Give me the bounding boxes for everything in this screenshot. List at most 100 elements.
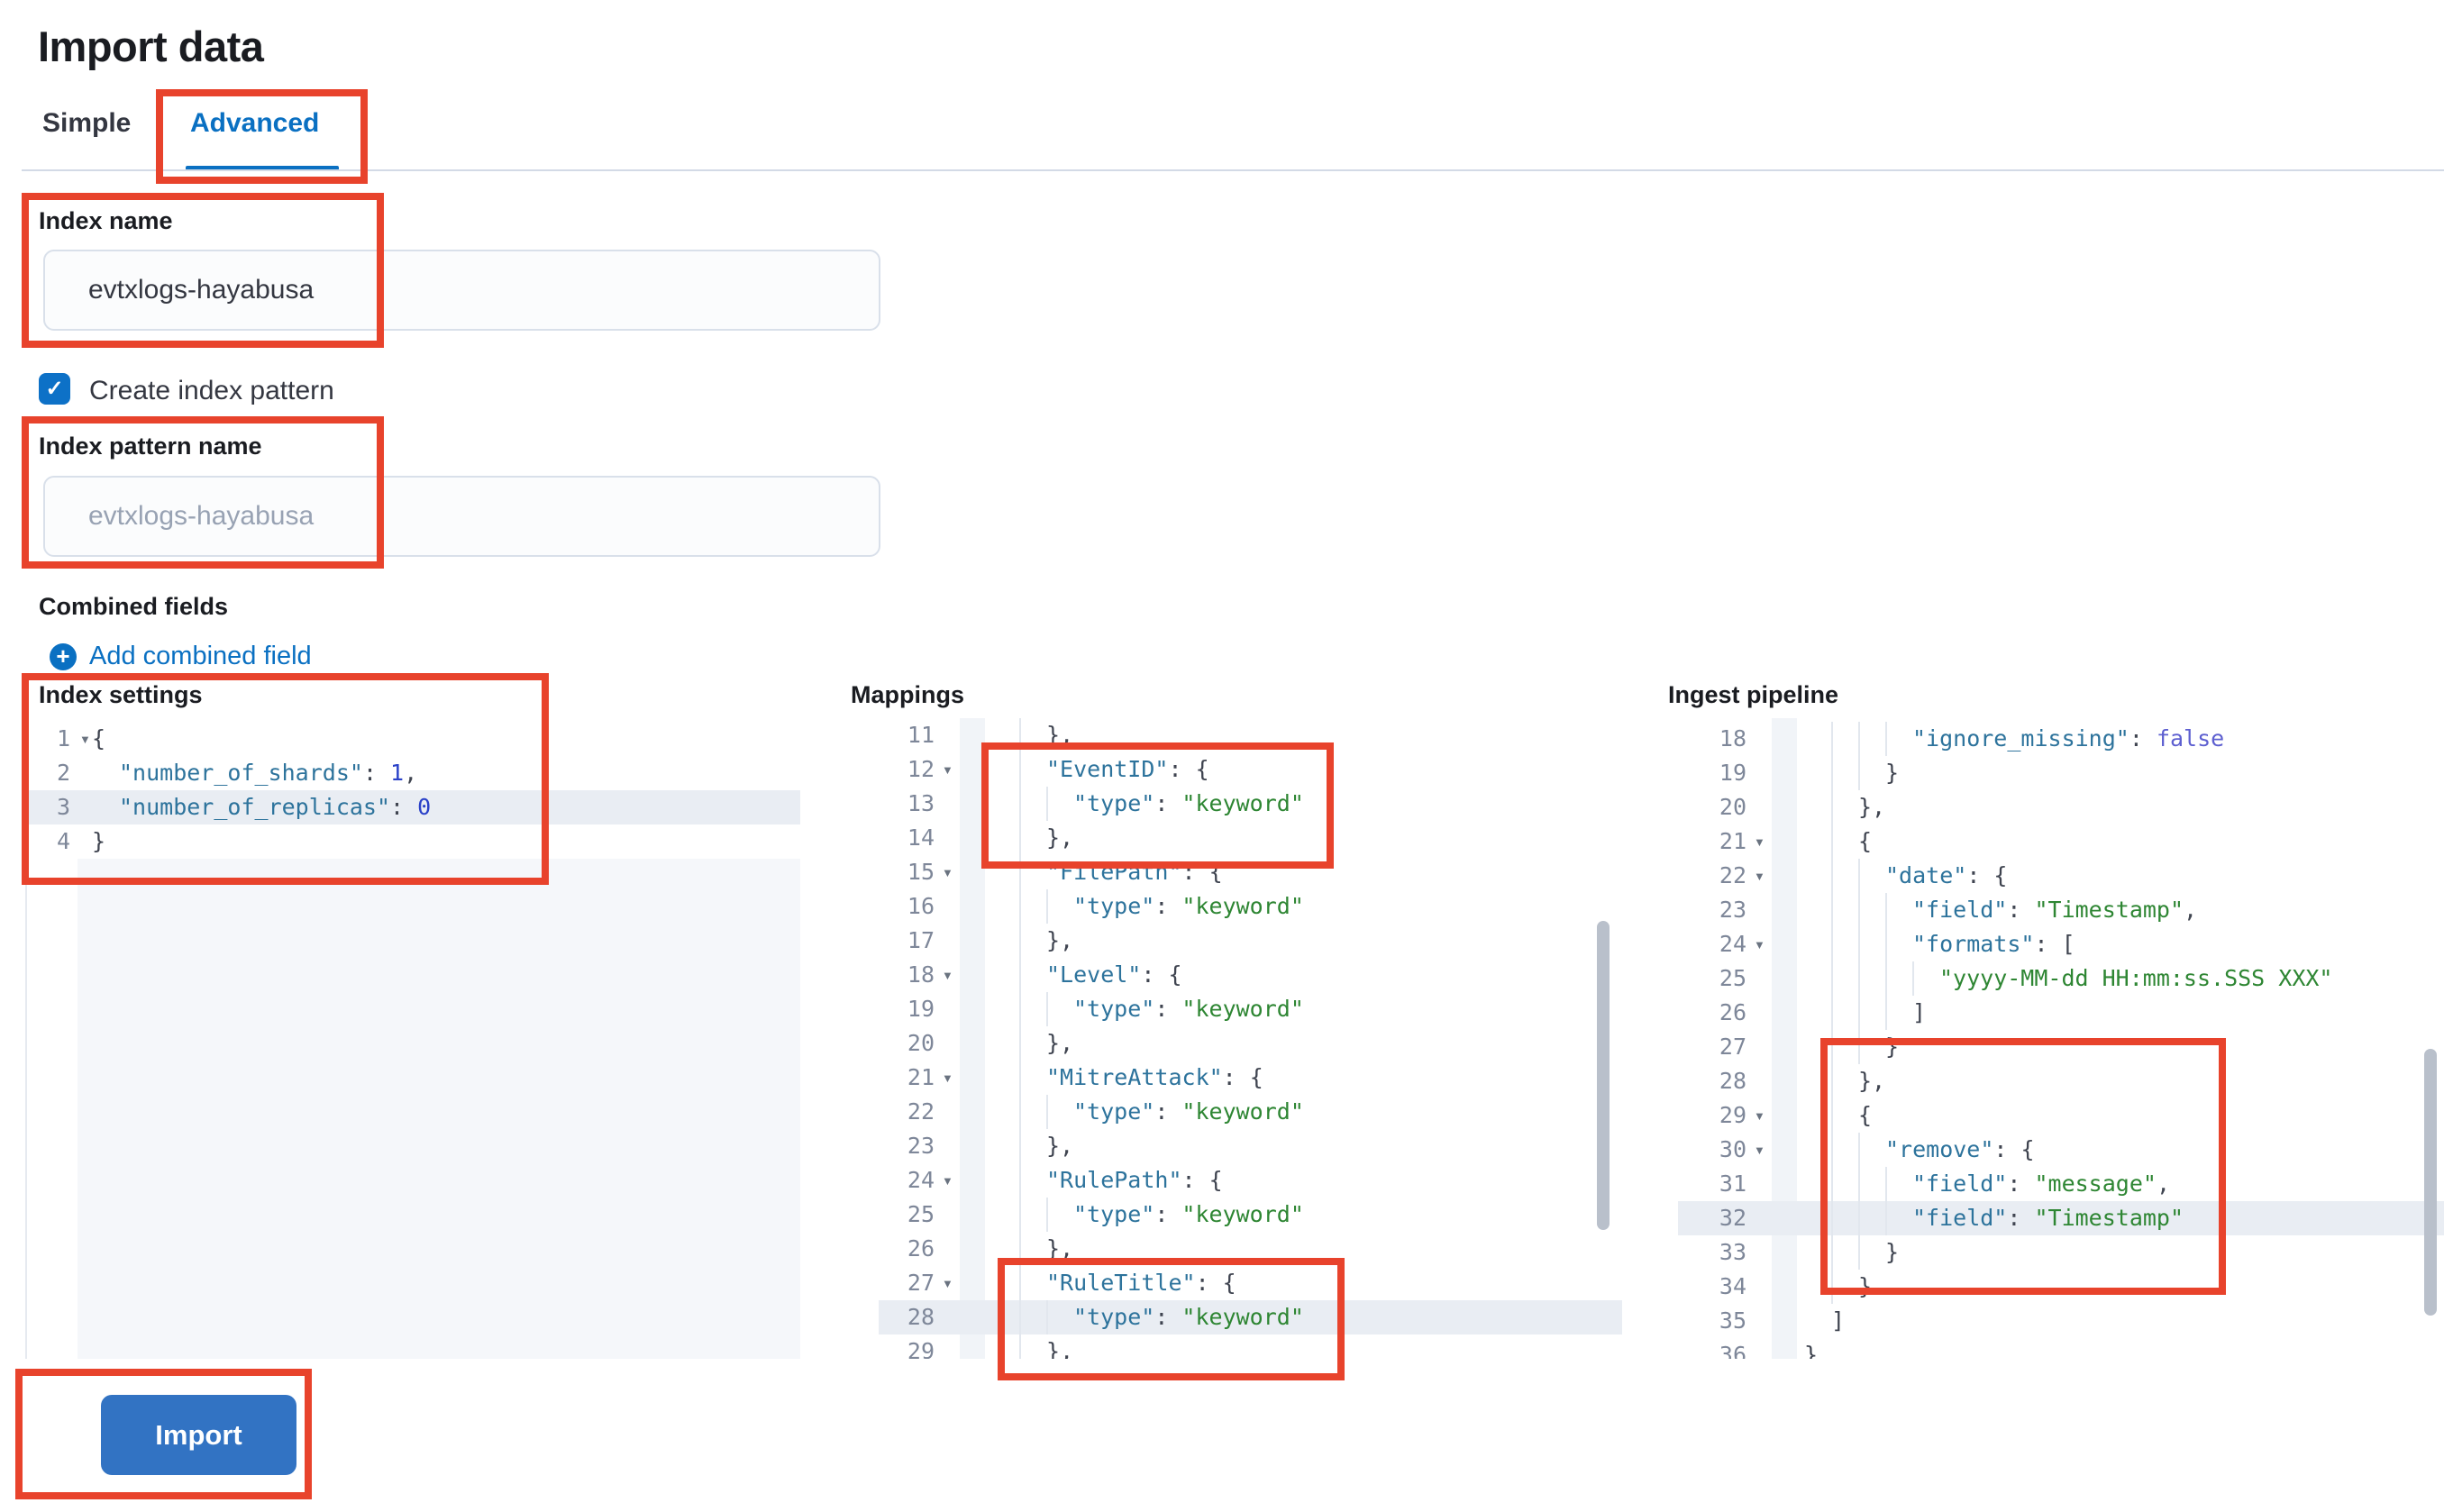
code-text: ] <box>1804 996 1926 1030</box>
import-button[interactable]: Import <box>101 1395 296 1475</box>
code-text: ] <box>1831 1307 1846 1334</box>
line-number: 13 <box>907 790 935 816</box>
code-line[interactable]: 22▼"date": { <box>1678 859 2444 893</box>
code-line[interactable]: 35] <box>1678 1304 2444 1338</box>
code-line[interactable]: 24▼"formats": [ <box>1678 927 2444 961</box>
code-line[interactable]: 20}, <box>879 1026 1622 1061</box>
code-line[interactable]: 23}, <box>879 1129 1622 1163</box>
code-line[interactable]: 15▼"FilePath": { <box>879 855 1622 889</box>
index-name-input[interactable] <box>43 250 880 331</box>
mappings-editor[interactable]: 11},12▼"EventID": {13"type": "keyword"14… <box>879 718 1622 1359</box>
code-line[interactable]: 33} <box>1678 1235 2444 1270</box>
line-number: 26 <box>907 1235 935 1262</box>
fold-arrow-icon[interactable]: ▼ <box>942 763 953 777</box>
add-combined-field-label: Add combined field <box>89 642 312 670</box>
code-line[interactable]: 3 "number_of_replicas": 0 <box>27 790 800 824</box>
code-line[interactable]: 24▼"RulePath": { <box>879 1163 1622 1198</box>
code-line[interactable]: 32"field": "Timestamp" <box>1678 1201 2444 1235</box>
code-text: "number_of_replicas": 0 <box>119 794 432 820</box>
tabs-divider <box>22 169 2444 171</box>
line-number: 23 <box>1719 897 1746 923</box>
add-combined-field-button[interactable]: + Add combined field <box>50 642 312 671</box>
code-line[interactable]: 36} <box>1678 1338 2444 1359</box>
page-title: Import data <box>38 23 264 70</box>
code-text: "field": "message", <box>1804 1167 2170 1201</box>
line-number: 17 <box>907 927 935 953</box>
code-text: "yyyy-MM-dd HH:mm:ss.SSS XXX" <box>1804 961 2333 996</box>
code-line[interactable]: 29▼{ <box>1678 1098 2444 1133</box>
line-number: 25 <box>907 1201 935 1227</box>
create-index-pattern-checkbox[interactable]: ✓ <box>39 373 70 405</box>
code-line[interactable]: 16"type": "keyword" <box>879 889 1622 924</box>
line-number: 28 <box>1719 1068 1746 1094</box>
index-settings-editor[interactable]: 1▼{2"number_of_shards": 1, 3 "number_of_re… <box>25 718 800 1359</box>
line-number: 12 <box>907 756 935 782</box>
index-pattern-name-input[interactable] <box>43 476 880 557</box>
fold-arrow-icon[interactable]: ▼ <box>1754 1109 1765 1123</box>
fold-arrow-icon[interactable]: ▼ <box>79 733 91 746</box>
line-number: 22 <box>1719 862 1746 888</box>
code-line[interactable]: 13"type": "keyword" <box>879 787 1622 821</box>
code-line[interactable]: 23"field": "Timestamp", <box>1678 893 2444 927</box>
code-line[interactable]: 17}, <box>879 924 1622 958</box>
fold-arrow-icon[interactable]: ▼ <box>942 1071 953 1085</box>
fold-arrow-icon[interactable]: ▼ <box>1754 938 1765 952</box>
code-text: }, <box>992 718 1073 752</box>
line-number: 22 <box>907 1098 935 1125</box>
fold-arrow-icon[interactable]: ▼ <box>1754 1143 1765 1157</box>
code-line[interactable]: 20}, <box>1678 790 2444 824</box>
line-number: 19 <box>1719 760 1746 786</box>
fold-arrow-icon[interactable]: ▼ <box>1754 870 1765 883</box>
code-line[interactable]: 22 "type": "keyword" <box>879 1095 1622 1129</box>
code-line[interactable]: 29}, <box>879 1334 1622 1359</box>
code-text: "Level": { <box>992 958 1182 992</box>
checkmark-icon: ✓ <box>45 376 64 401</box>
code-line[interactable]: 26}, <box>879 1232 1622 1266</box>
code-line[interactable]: 18▼"Level": { <box>879 958 1622 992</box>
line-number: 3 <box>56 794 70 820</box>
code-text: } <box>1804 1030 1899 1064</box>
tab-simple[interactable]: Simple <box>42 108 132 138</box>
fold-arrow-icon[interactable]: ▼ <box>942 1277 953 1290</box>
index-settings-label: Index settings <box>39 681 203 708</box>
code-line[interactable]: 21▼{ <box>1678 824 2444 859</box>
code-text: "type": "keyword" <box>992 1095 1304 1129</box>
line-number: 26 <box>1719 999 1746 1025</box>
code-line[interactable]: 25"type": "keyword" <box>879 1198 1622 1232</box>
code-line[interactable]: 11}, <box>879 718 1622 752</box>
tab-advanced[interactable]: Advanced <box>190 108 320 138</box>
code-text: { <box>1804 824 1872 859</box>
code-line[interactable]: 12▼"EventID": { <box>879 752 1622 787</box>
code-line[interactable]: 27} <box>1678 1030 2444 1064</box>
index-name-label: Index name <box>39 207 173 234</box>
scrollbar-thumb[interactable] <box>2424 1049 2437 1316</box>
code-line[interactable]: 27▼"RuleTitle": { <box>879 1266 1622 1300</box>
code-line[interactable]: 30▼"remove": { <box>1678 1133 2444 1167</box>
line-number: 16 <box>907 893 935 919</box>
scrollbar-thumb[interactable] <box>1597 921 1610 1230</box>
code-text: "FilePath": { <box>992 855 1223 889</box>
code-line[interactable]: 2"number_of_shards": 1, <box>27 756 800 790</box>
code-line[interactable]: 28}, <box>1678 1064 2444 1098</box>
code-line[interactable]: 18"ignore_missing": false <box>1678 722 2444 756</box>
code-line[interactable]: 19"type": "keyword" <box>879 992 1622 1026</box>
fold-arrow-icon[interactable]: ▼ <box>942 969 953 982</box>
code-line[interactable]: 19} <box>1678 756 2444 790</box>
code-line[interactable]: 31"field": "message", <box>1678 1167 2444 1201</box>
line-number: 2 <box>56 760 70 786</box>
code-line[interactable]: 4} <box>27 824 800 859</box>
line-number: 19 <box>907 996 935 1022</box>
code-line[interactable]: 25"yyyy-MM-dd HH:mm:ss.SSS XXX" <box>1678 961 2444 996</box>
fold-arrow-icon[interactable]: ▼ <box>1754 835 1765 849</box>
active-line-highlight <box>27 790 800 824</box>
code-line[interactable]: 21▼"MitreAttack": { <box>879 1061 1622 1095</box>
code-line[interactable]: 28"type": "keyword" <box>879 1300 1622 1334</box>
code-line[interactable]: 1▼{ <box>27 722 800 756</box>
code-line[interactable]: 14}, <box>879 821 1622 855</box>
fold-arrow-icon[interactable]: ▼ <box>942 866 953 879</box>
code-line[interactable]: 26] <box>1678 996 2444 1030</box>
code-line[interactable]: 34} <box>1678 1270 2444 1304</box>
fold-arrow-icon[interactable]: ▼ <box>942 1174 953 1188</box>
code-text: }, <box>1804 790 1885 824</box>
